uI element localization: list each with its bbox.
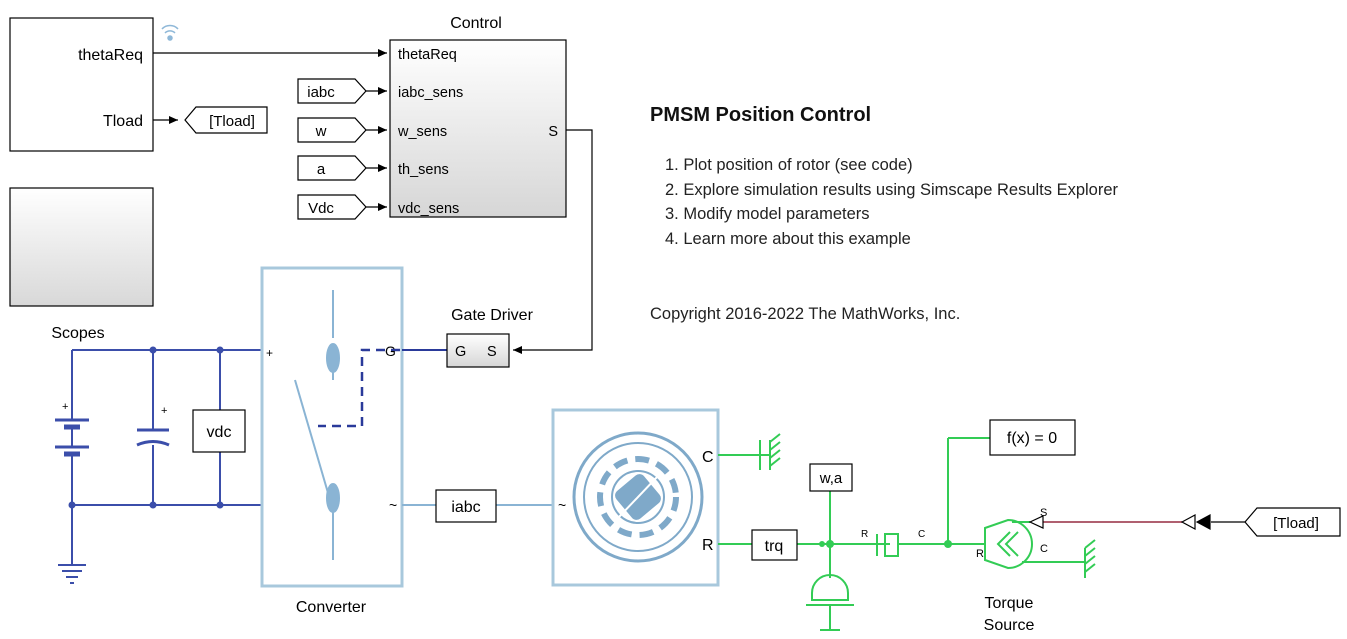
from-tag-a-label: a [317, 161, 326, 178]
vdc-sensor-block[interactable]: vdc [192, 409, 246, 453]
vdc-sensor-label: vdc [207, 424, 232, 441]
control-output-s: S [548, 124, 558, 140]
gate-driver-block[interactable]: G S [446, 333, 510, 368]
mechanical-reference-icon [759, 433, 781, 470]
control-input-th-sens: th_sens [398, 162, 449, 178]
torque-source-s-port: S [1040, 507, 1047, 519]
battery-plus-sign: + [62, 401, 68, 413]
converter-ac-port: ~ [389, 497, 397, 513]
converter-dc-plus-port: + [266, 346, 273, 360]
control-input-thetareq: thetaReq [398, 47, 457, 63]
gate-driver-g-port: G [455, 344, 466, 360]
converter-title: Converter [296, 599, 367, 616]
control-input-w-sens: w_sens [397, 124, 447, 140]
battery-icon[interactable] [55, 418, 89, 457]
iabc-sensor-block[interactable]: iabc [435, 489, 497, 523]
control-title: Control [450, 15, 502, 32]
coupling-c-port: C [918, 529, 925, 540]
capacitor-icon[interactable] [136, 428, 170, 447]
solver-configuration-block[interactable]: f(x) = 0 [989, 419, 1076, 456]
iabc-sensor-label: iabc [451, 499, 480, 516]
instruction-list: 1. Plot position of rotor (see code) 2. … [665, 153, 1118, 251]
instruction-step-explore[interactable]: 2. Explore simulation results using Sims… [665, 180, 1119, 199]
speed-angle-sensor-block[interactable]: w,a [809, 463, 853, 492]
from-tag-iabc-label: iabc [307, 84, 335, 101]
scopes-block[interactable] [9, 187, 154, 307]
torque-source-title-line2: Source [984, 617, 1035, 634]
torque-source-r-port: R [976, 548, 984, 560]
dc-bus-junctions [68, 346, 224, 509]
wireless-icon [161, 24, 179, 41]
converter-gate-port: G [385, 343, 396, 359]
ground-icon [58, 564, 86, 584]
capacitor-plus-sign: + [161, 405, 167, 417]
motor-c-port: C [702, 449, 714, 466]
scopes-label: Scopes [51, 325, 104, 342]
instruction-step-learn[interactable]: 4. Learn more about this example [665, 229, 911, 248]
inertia-icon[interactable] [806, 574, 854, 631]
coupling-r-port: R [861, 529, 868, 540]
reference-subsystem-block[interactable]: thetaReq Tload [9, 17, 154, 152]
gate-driver-title: Gate Driver [451, 307, 533, 324]
solver-config-label: f(x) = 0 [1007, 430, 1057, 447]
from-tag-vdc[interactable]: Vdc [297, 194, 367, 220]
tload-from-label: [Tload] [1273, 515, 1319, 532]
tload-goto-label: [Tload] [209, 113, 255, 130]
motor-ac-port: ~ [558, 497, 566, 513]
control-input-iabc-sens: iabc_sens [398, 85, 463, 101]
gate-command-line[interactable] [513, 129, 593, 354]
pmsm-motor-block[interactable]: ~ C R [551, 408, 720, 587]
torque-source-title-line1: Torque [985, 595, 1034, 612]
mechanical-reference-icon [1084, 539, 1096, 578]
mechanical-junctions [819, 540, 952, 548]
from-tag-iabc[interactable]: iabc [297, 78, 367, 104]
torque-source-c-port: C [1040, 543, 1048, 555]
motor-r-port: R [702, 537, 714, 554]
speed-angle-sensor-label: w,a [819, 470, 843, 487]
ps-converter-icon [1028, 513, 1211, 531]
from-tag-a[interactable]: a [297, 155, 367, 181]
control-input-vdc-sens: vdc_sens [398, 201, 459, 217]
copyright-text: Copyright 2016-2022 The MathWorks, Inc. [650, 305, 961, 323]
instruction-step-modify[interactable]: 3. Modify model parameters [665, 205, 870, 223]
torque-source-block[interactable] [984, 518, 1033, 570]
converter-block[interactable]: + G ~ [260, 266, 404, 588]
instruction-step-plot[interactable]: 1. Plot position of rotor (see code) [665, 156, 913, 174]
model-title: PMSM Position Control [650, 104, 872, 126]
dc-bus-wiring[interactable] [71, 349, 262, 565]
rotational-coupling-icon[interactable] [876, 533, 905, 557]
tload-from-block[interactable]: [Tload] [1244, 507, 1341, 537]
from-tag-w-label: w [315, 123, 327, 140]
tload-goto-block[interactable]: [Tload] [184, 106, 268, 134]
tload-port-label: Tload [103, 113, 143, 130]
control-block[interactable]: thetaReq iabc_sens w_sens th_sens vdc_se… [389, 39, 567, 218]
thetareq-port-label: thetaReq [78, 47, 143, 64]
torque-sensor-label: trq [765, 538, 784, 555]
gate-driver-s-port: S [487, 344, 497, 360]
from-tag-vdc-label: Vdc [308, 200, 334, 217]
torque-sensor-block[interactable]: trq [751, 529, 798, 561]
from-tag-w[interactable]: w [297, 117, 367, 143]
